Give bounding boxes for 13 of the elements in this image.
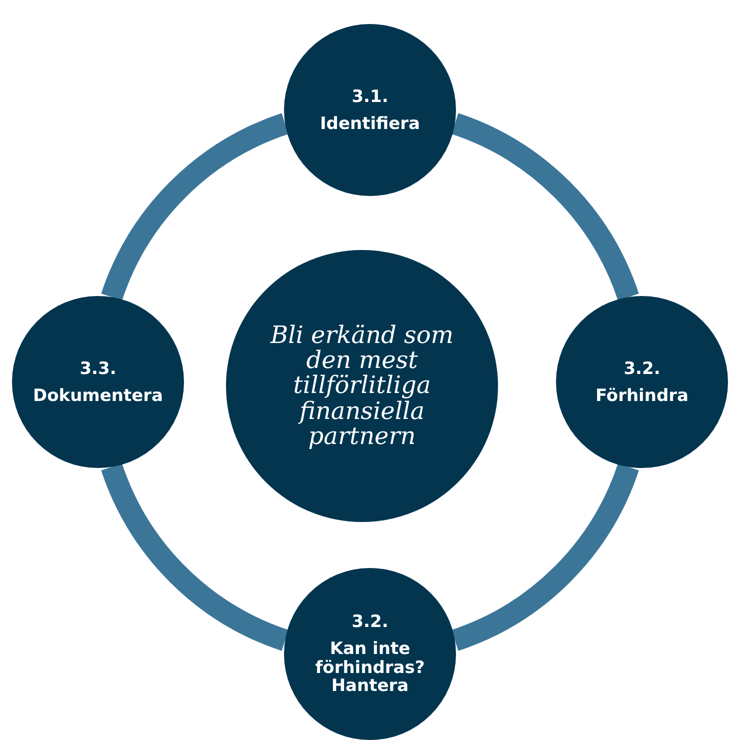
step-label: Kan inte förhindras? Hantera bbox=[314, 640, 426, 696]
step-number: 3.2. bbox=[624, 358, 660, 379]
step-number: 3.1. bbox=[352, 86, 388, 107]
ring-segment bbox=[101, 113, 290, 302]
goal-text: Bli erkänd som den mest tillförlitliga finansiella partnern bbox=[269, 323, 455, 449]
ring-segment bbox=[450, 113, 639, 302]
step-label: Förhindra bbox=[595, 386, 689, 406]
step-number: 3.2. bbox=[352, 612, 388, 632]
ring-segment bbox=[101, 462, 290, 651]
step-label: Dokumentera bbox=[32, 386, 164, 406]
ring-segment bbox=[450, 462, 639, 651]
step-number: 3.3. bbox=[80, 358, 116, 379]
step-label: Identifiera bbox=[320, 114, 420, 134]
